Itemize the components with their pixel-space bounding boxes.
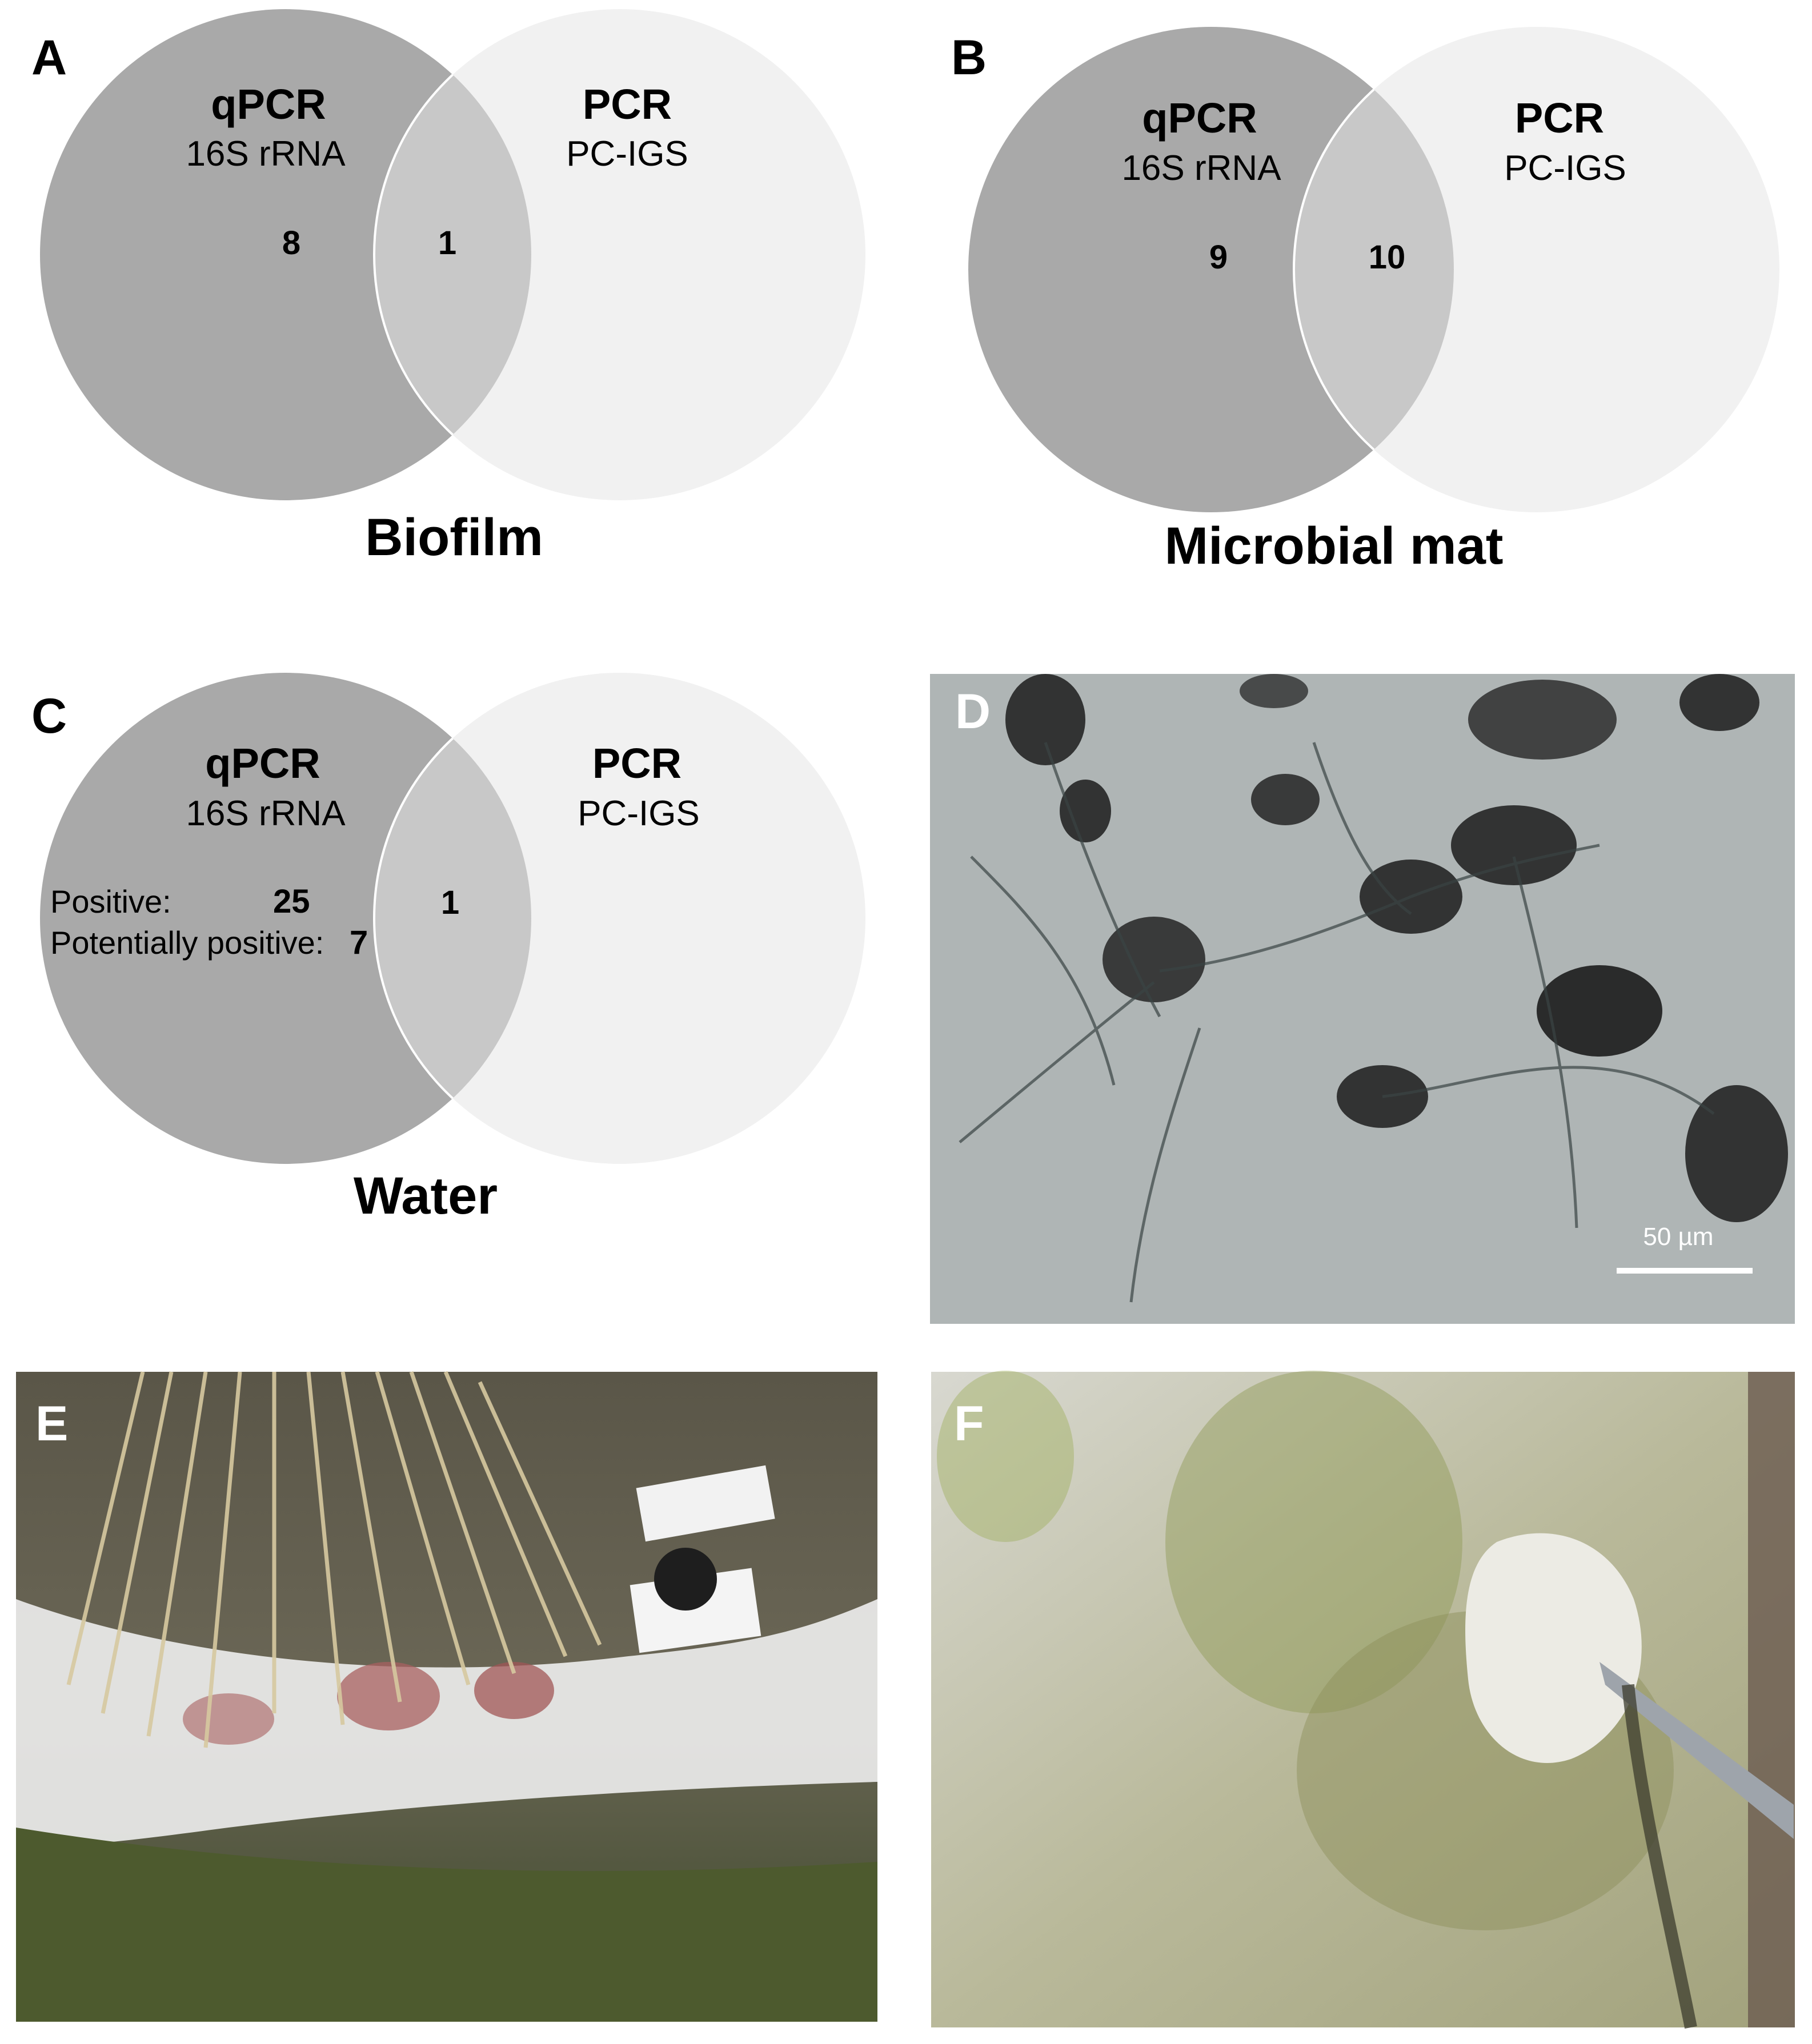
venn-a-overlap — [374, 9, 531, 500]
venn-c-positive-label: Positive: — [50, 884, 171, 919]
venn-b-overlap-value: 10 — [1369, 239, 1406, 276]
venn-c-potential-label: Potentially positive: — [50, 925, 324, 961]
micrograph-filaments — [959, 742, 1715, 1303]
panel-letter-f: F — [954, 1396, 984, 1451]
venn-a-left-value: 8 — [282, 224, 300, 262]
venn-b-left-title: qPCR — [1142, 94, 1257, 142]
venn-b-caption: Microbial mat — [1164, 517, 1503, 575]
venn-panel-a: A qPCR 16S rRNA PCR PC-IGS 8 1 Biofilm — [31, 9, 865, 567]
venn-b-overlap — [1294, 27, 1454, 512]
green-biofilm — [1165, 1371, 1462, 1713]
scale-bar-label: 50 µm — [1643, 1223, 1713, 1251]
venn-panel-c: C qPCR 16S rRNA PCR PC-IGS Positive: 25 … — [31, 673, 865, 1225]
venn-c-right-title: PCR — [592, 740, 681, 787]
venn-c-right-subtitle: PC-IGS — [578, 794, 700, 833]
venn-panel-b: B qPCR 16S rRNA PCR PC-IGS 9 10 Microbia… — [951, 27, 1779, 575]
photo-panel-e: E — [16, 1371, 877, 2022]
venn-c-overlap — [374, 673, 531, 1164]
venn-a-left-subtitle: 16S rRNA — [186, 134, 346, 174]
micrograph-dark-aggregates — [1005, 674, 1788, 1222]
white-microbial-mat — [16, 1599, 877, 1846]
venn-c-caption: Water — [354, 1167, 498, 1225]
venn-a-right-title: PCR — [583, 81, 672, 128]
venn-a-overlap-value: 1 — [438, 224, 456, 262]
venn-c-overlap-value: 1 — [441, 884, 459, 921]
panel-letter-b: B — [951, 30, 987, 85]
panel-letter-c: C — [31, 689, 67, 744]
venn-c-positive-value: 25 — [273, 883, 310, 920]
panel-letter-a: A — [31, 30, 67, 85]
venn-c-potential-value: 7 — [350, 924, 368, 961]
dry-grass-stems — [66, 1371, 602, 1748]
venn-a-right-subtitle: PC-IGS — [566, 134, 688, 174]
venn-b-right-title: PCR — [1515, 94, 1604, 142]
venn-b-right-subtitle: PC-IGS — [1504, 148, 1626, 188]
venn-c-left-subtitle: 16S rRNA — [186, 794, 346, 833]
venn-b-left-subtitle: 16S rRNA — [1121, 148, 1281, 188]
panel-letter-d: D — [955, 684, 991, 739]
sampling-device-cap — [654, 1548, 717, 1611]
photo-panel-f: F — [931, 1371, 1795, 2029]
rock-surface-background — [931, 1372, 1795, 2027]
venn-a-caption: Biofilm — [365, 508, 543, 567]
venn-b-left-value: 9 — [1209, 239, 1228, 276]
scalpel — [1599, 1662, 1794, 1839]
panel-letter-e: E — [35, 1396, 68, 1451]
venn-c-left-title: qPCR — [205, 740, 320, 787]
photo-panel-d: D 50 µm — [930, 674, 1795, 1324]
scraped-sampling-area — [1465, 1533, 1642, 1764]
sample-label-card — [636, 1465, 775, 1542]
venn-a-left-title: qPCR — [211, 81, 326, 128]
scale-bar — [1617, 1268, 1753, 1274]
grass-foreground — [16, 1828, 877, 2022]
